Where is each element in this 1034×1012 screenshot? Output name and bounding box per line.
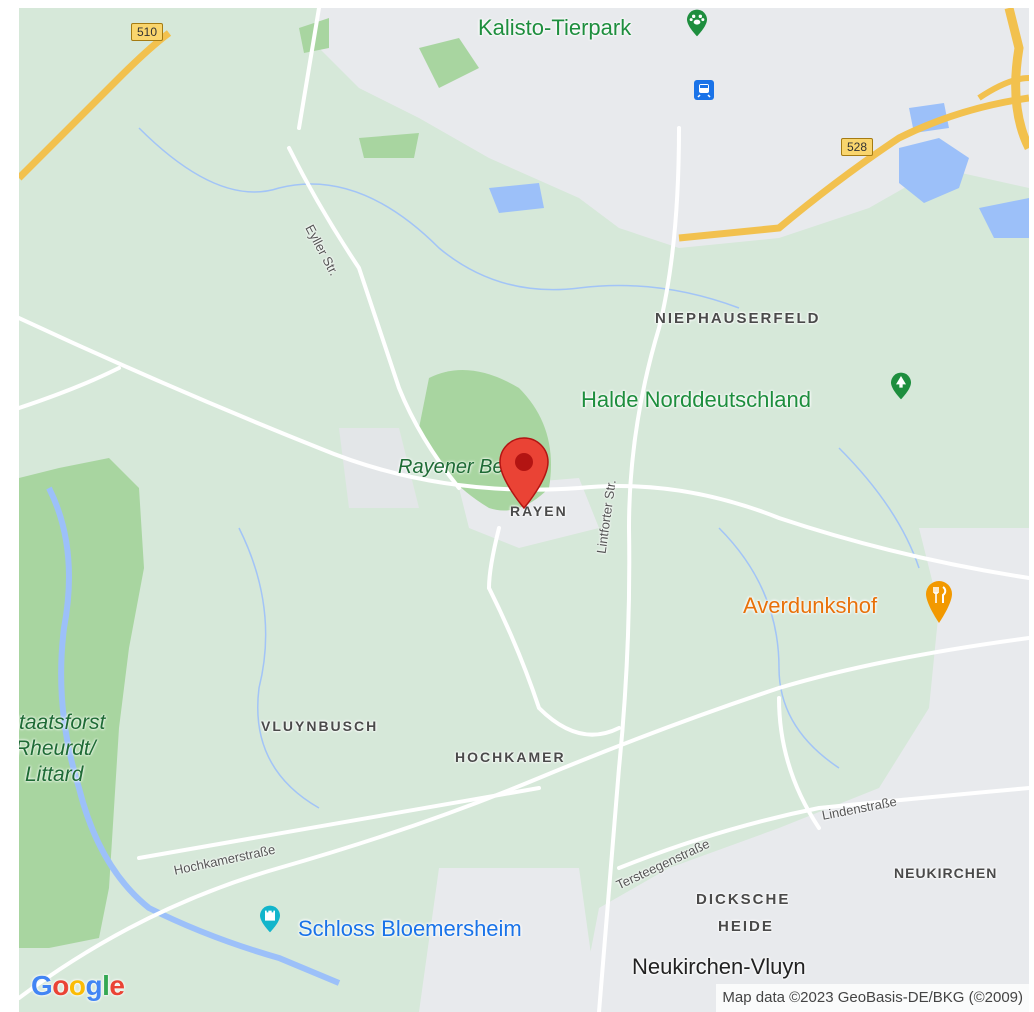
area-label-dicksche: DICKSCHE — [696, 891, 791, 908]
poi-label-averdunkshof[interactable]: Averdunkshof — [743, 593, 878, 618]
urban-area-north — [319, 8, 1029, 248]
highway-510 — [19, 30, 172, 181]
river — [46, 486, 341, 986]
tree-icon[interactable] — [886, 371, 916, 401]
poi-label-kalisto[interactable]: Kalisto-Tierpark — [478, 15, 632, 40]
poi-label-halde[interactable]: Halde Norddeutschland — [581, 387, 811, 412]
urban-area-south — [419, 868, 599, 1012]
route-shield-528: 528 — [841, 138, 874, 156]
area-label-hochkamer: HOCHKAMER — [455, 749, 566, 765]
pond — [489, 183, 544, 213]
place-label-staatsforst-line2: Rheurdt/ — [19, 737, 96, 760]
google-logo[interactable]: Google — [31, 970, 125, 1001]
forest-staatsforst — [19, 458, 144, 948]
castle-icon[interactable] — [255, 904, 285, 934]
map-canvas[interactable]: 510 528 Kalisto-Tierpark NIEPHAUSERFELD … — [19, 8, 1029, 1012]
place-label-staatsforst-line1: Staatsforst — [19, 711, 106, 734]
poi-label-schloss[interactable]: Schloss Bloemersheim — [298, 916, 522, 941]
map-base-layer — [19, 8, 1029, 1012]
place-label-rayener-berg: Rayener Berg — [398, 456, 522, 478]
route-shield-510: 510 — [131, 23, 164, 41]
area-label-vluynbusch: VLUYNBUSCH — [261, 718, 379, 734]
motorway — [1004, 8, 1029, 151]
road-network — [19, 8, 1029, 1012]
place-label-staatsforst-line3: Littard — [25, 763, 84, 786]
fork-knife-icon[interactable] — [924, 574, 954, 630]
lake-2 — [979, 198, 1029, 238]
forest-patch-3 — [359, 133, 419, 158]
forest-patch-1 — [419, 38, 479, 88]
highway-528 — [678, 94, 1029, 242]
area-label-neukirchen: NEUKIRCHEN — [894, 865, 998, 881]
train-icon[interactable] — [694, 80, 714, 100]
map-pin-icon[interactable] — [497, 436, 551, 510]
area-label-niephauserfeld: NIEPHAUSERFELD — [655, 310, 821, 327]
town-label-neukirchen-vluyn: Neukirchen-Vluyn — [632, 954, 806, 979]
map-attribution[interactable]: Map data ©2023 GeoBasis-DE/BKG (©2009) — [716, 984, 1029, 1012]
urban-area-southeast — [579, 528, 1029, 1012]
lake-1 — [899, 138, 969, 203]
area-label-heide: HEIDE — [718, 918, 774, 935]
paw-icon[interactable] — [682, 8, 712, 38]
